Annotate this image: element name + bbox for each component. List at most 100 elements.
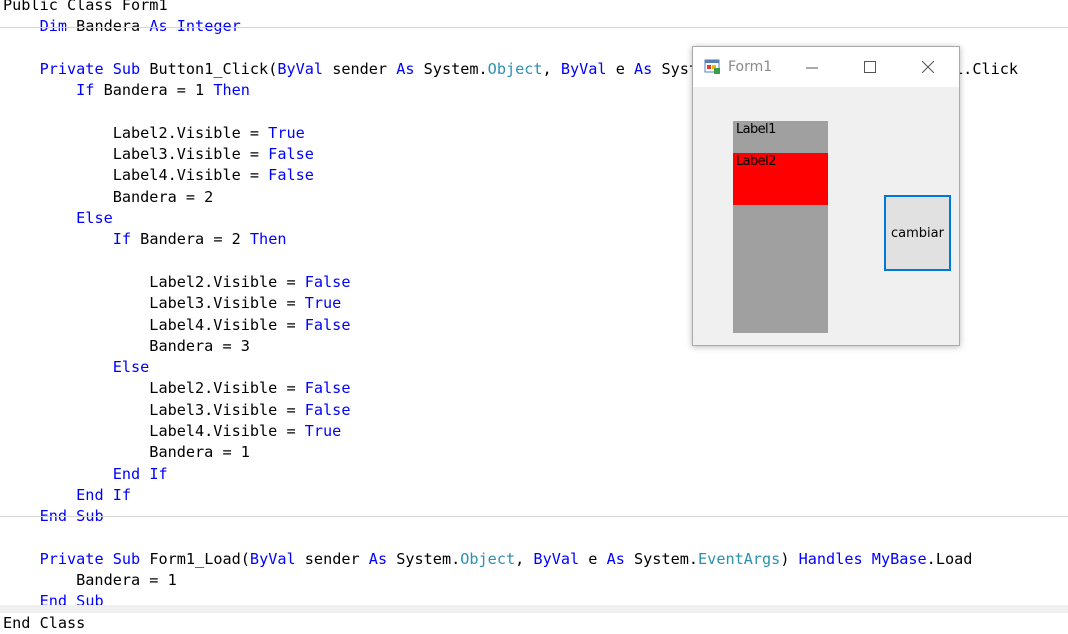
code-token [3,81,76,99]
code-token: Sub [112,549,141,568]
code-token: As [634,59,653,78]
code-token: Label3.Visible = [3,145,269,164]
code-token: As [368,549,388,568]
code-token: Bandera = 3 [3,336,250,355]
code-token: Bandera = 1 [3,443,250,462]
code-token [3,465,113,483]
code-token [863,550,872,568]
code-token: Bandera = 1 [94,81,214,100]
code-token: Form1_Load( [140,549,250,568]
code-token: Else [76,209,113,227]
code-token: Object [487,59,543,78]
code-line: Label3.Visible = True [3,293,341,314]
code-line: Label4.Visible = False [3,315,350,336]
code-token [3,550,40,568]
code-token: False [304,379,351,398]
code-token: Label2.Visible = [3,379,305,398]
cambiar-button[interactable]: cambiar [884,195,951,271]
code-token [140,465,149,483]
code-token: Label4.Visible = [3,422,305,440]
title-bar[interactable]: Form1 [693,47,959,87]
code-line: Bandera = 3 [3,336,250,357]
code-line: End If [3,485,131,506]
code-token: Private [39,59,104,78]
code-token: e [606,59,634,78]
code-token: Label3.Visible = [3,400,305,419]
code-token: Label3.Visible = [3,294,305,313]
code-token: False [268,166,314,185]
code-token [3,60,40,78]
code-token: If [112,230,132,249]
code-line: Bandera = 1 [3,570,177,591]
code-token: True [304,422,342,440]
code-token: , [515,549,534,568]
minimize-button[interactable] [791,53,833,81]
code-line: Label3.Visible = False [3,400,350,421]
code-token: ByVal [560,59,607,78]
code-token: MyBase [871,549,927,568]
code-token [104,486,113,504]
code-line: If Bandera = 1 Then [3,80,250,101]
code-token: Button1_Click( [140,59,278,78]
code-line: Public Class Form1 [3,0,168,16]
close-button[interactable] [907,53,949,81]
method-separator [0,516,1068,517]
code-token: Then [213,81,250,100]
code-token: System. [414,59,488,78]
code-token: Public Class Form1 [3,0,168,14]
code-token: Bandera [67,17,150,36]
label2: Label2 [733,153,828,205]
code-line: Label2.Visible = True [3,123,305,144]
code-token: ByVal [533,549,580,568]
code-token [104,550,113,568]
code-token: Integer [176,17,241,36]
code-line: Label2.Visible = False [3,272,350,293]
code-token [3,230,113,248]
code-token: As [396,59,415,78]
code-token: False [268,145,314,164]
code-token: e [579,549,607,568]
code-token: Else [112,358,150,377]
code-line: End If [3,464,168,485]
code-line: Else [3,208,113,229]
code-line: Label2.Visible = False [3,378,350,399]
code-token: Bandera = 2 [3,187,214,206]
code-line: Label4.Visible = False [3,165,314,186]
code-token: Sub [112,59,141,78]
editor-bottom-strip [0,605,1068,613]
code-token: Dim [39,17,68,36]
code-token: sender [323,59,397,78]
code-token: If [112,485,132,504]
code-token: System. [387,549,461,568]
code-token: Label2.Visible = [3,123,269,142]
code-token: Object [460,549,516,568]
code-token: Private [39,549,104,568]
maximize-button[interactable] [849,53,891,81]
code-token: As [149,17,168,36]
code-token: False [304,272,351,291]
code-token [3,358,113,376]
code-line: End Class [3,613,85,634]
code-token: Handles [798,549,863,568]
code-token: ByVal [249,549,296,568]
code-token: True [304,294,342,313]
code-line: Label4.Visible = True [3,421,341,442]
code-line: If Bandera = 2 Then [3,229,287,250]
maximize-icon [864,61,876,73]
code-token [3,486,76,504]
code-token: ) [780,549,799,568]
window-title: Form1 [728,59,773,75]
code-line: Bandera = 2 [3,187,214,208]
code-line: Bandera = 1 [3,442,250,463]
code-token: As [606,549,625,568]
code-token: sender [295,549,369,568]
code-token: System. [624,549,699,568]
code-token: .Load [926,549,973,568]
code-line: Else [3,357,150,378]
code-token: False [304,400,351,419]
form1-window[interactable]: Form1 Label1 Label2 cambiar [692,46,960,346]
code-token: Label4.Visible = [3,166,269,185]
code-token: Label4.Visible = [3,315,305,334]
code-token: Bandera = 1 [3,571,177,590]
